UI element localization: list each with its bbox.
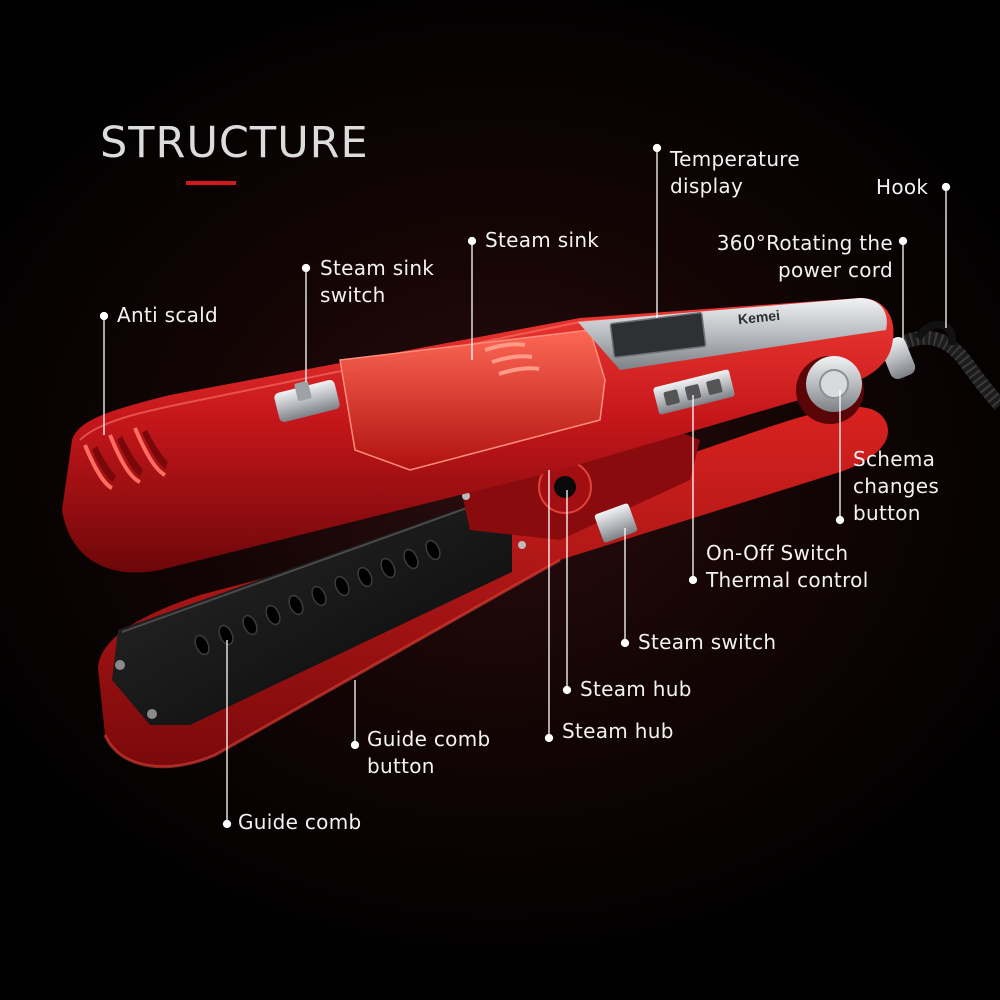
label-temperature-display: Temperature display (670, 147, 800, 198)
steam-hub-outlet (554, 476, 576, 498)
guide-comb-vents (194, 539, 441, 656)
anti-scald-grooves (83, 427, 167, 490)
label-guide-comb: Guide comb (238, 810, 362, 834)
label-steam-hub-1: Steam hub (580, 677, 692, 701)
label-hook: Hook (876, 175, 929, 199)
label-steam-switch: Steam switch (638, 630, 777, 654)
callout-lines (99, 143, 951, 829)
brand-logo: Kemei (737, 307, 780, 327)
power-cord (902, 330, 1000, 410)
lower-arm (98, 406, 888, 767)
label-anti-scald: Anti scald (117, 303, 219, 327)
cord-hook (914, 320, 957, 346)
label-guide-comb-button: Guide comb button (367, 727, 491, 778)
steam-sink-vents (484, 342, 540, 376)
label-steam-sink: Steam sink (485, 228, 600, 252)
label-steam-hub-2: Steam hub (562, 719, 674, 743)
steam-switch-body (594, 503, 638, 543)
label-rotating-power-cord: 360°Rotating the power cord (716, 231, 893, 282)
page-title: STRUCTURE (100, 118, 369, 168)
plate-screw (115, 660, 125, 670)
label-onoff-switch: On-Off Switch Thermal control (706, 541, 869, 592)
label-schema-changes-button: Schema changes button (853, 447, 940, 525)
title-underline (186, 181, 236, 185)
plate-screw (147, 709, 157, 719)
temperature-display-window (609, 311, 707, 359)
label-steam-sink-switch: Steam sink switch (320, 256, 435, 307)
power-cord-ridges (902, 330, 1000, 410)
steam-sink-switch-knob (274, 380, 340, 422)
